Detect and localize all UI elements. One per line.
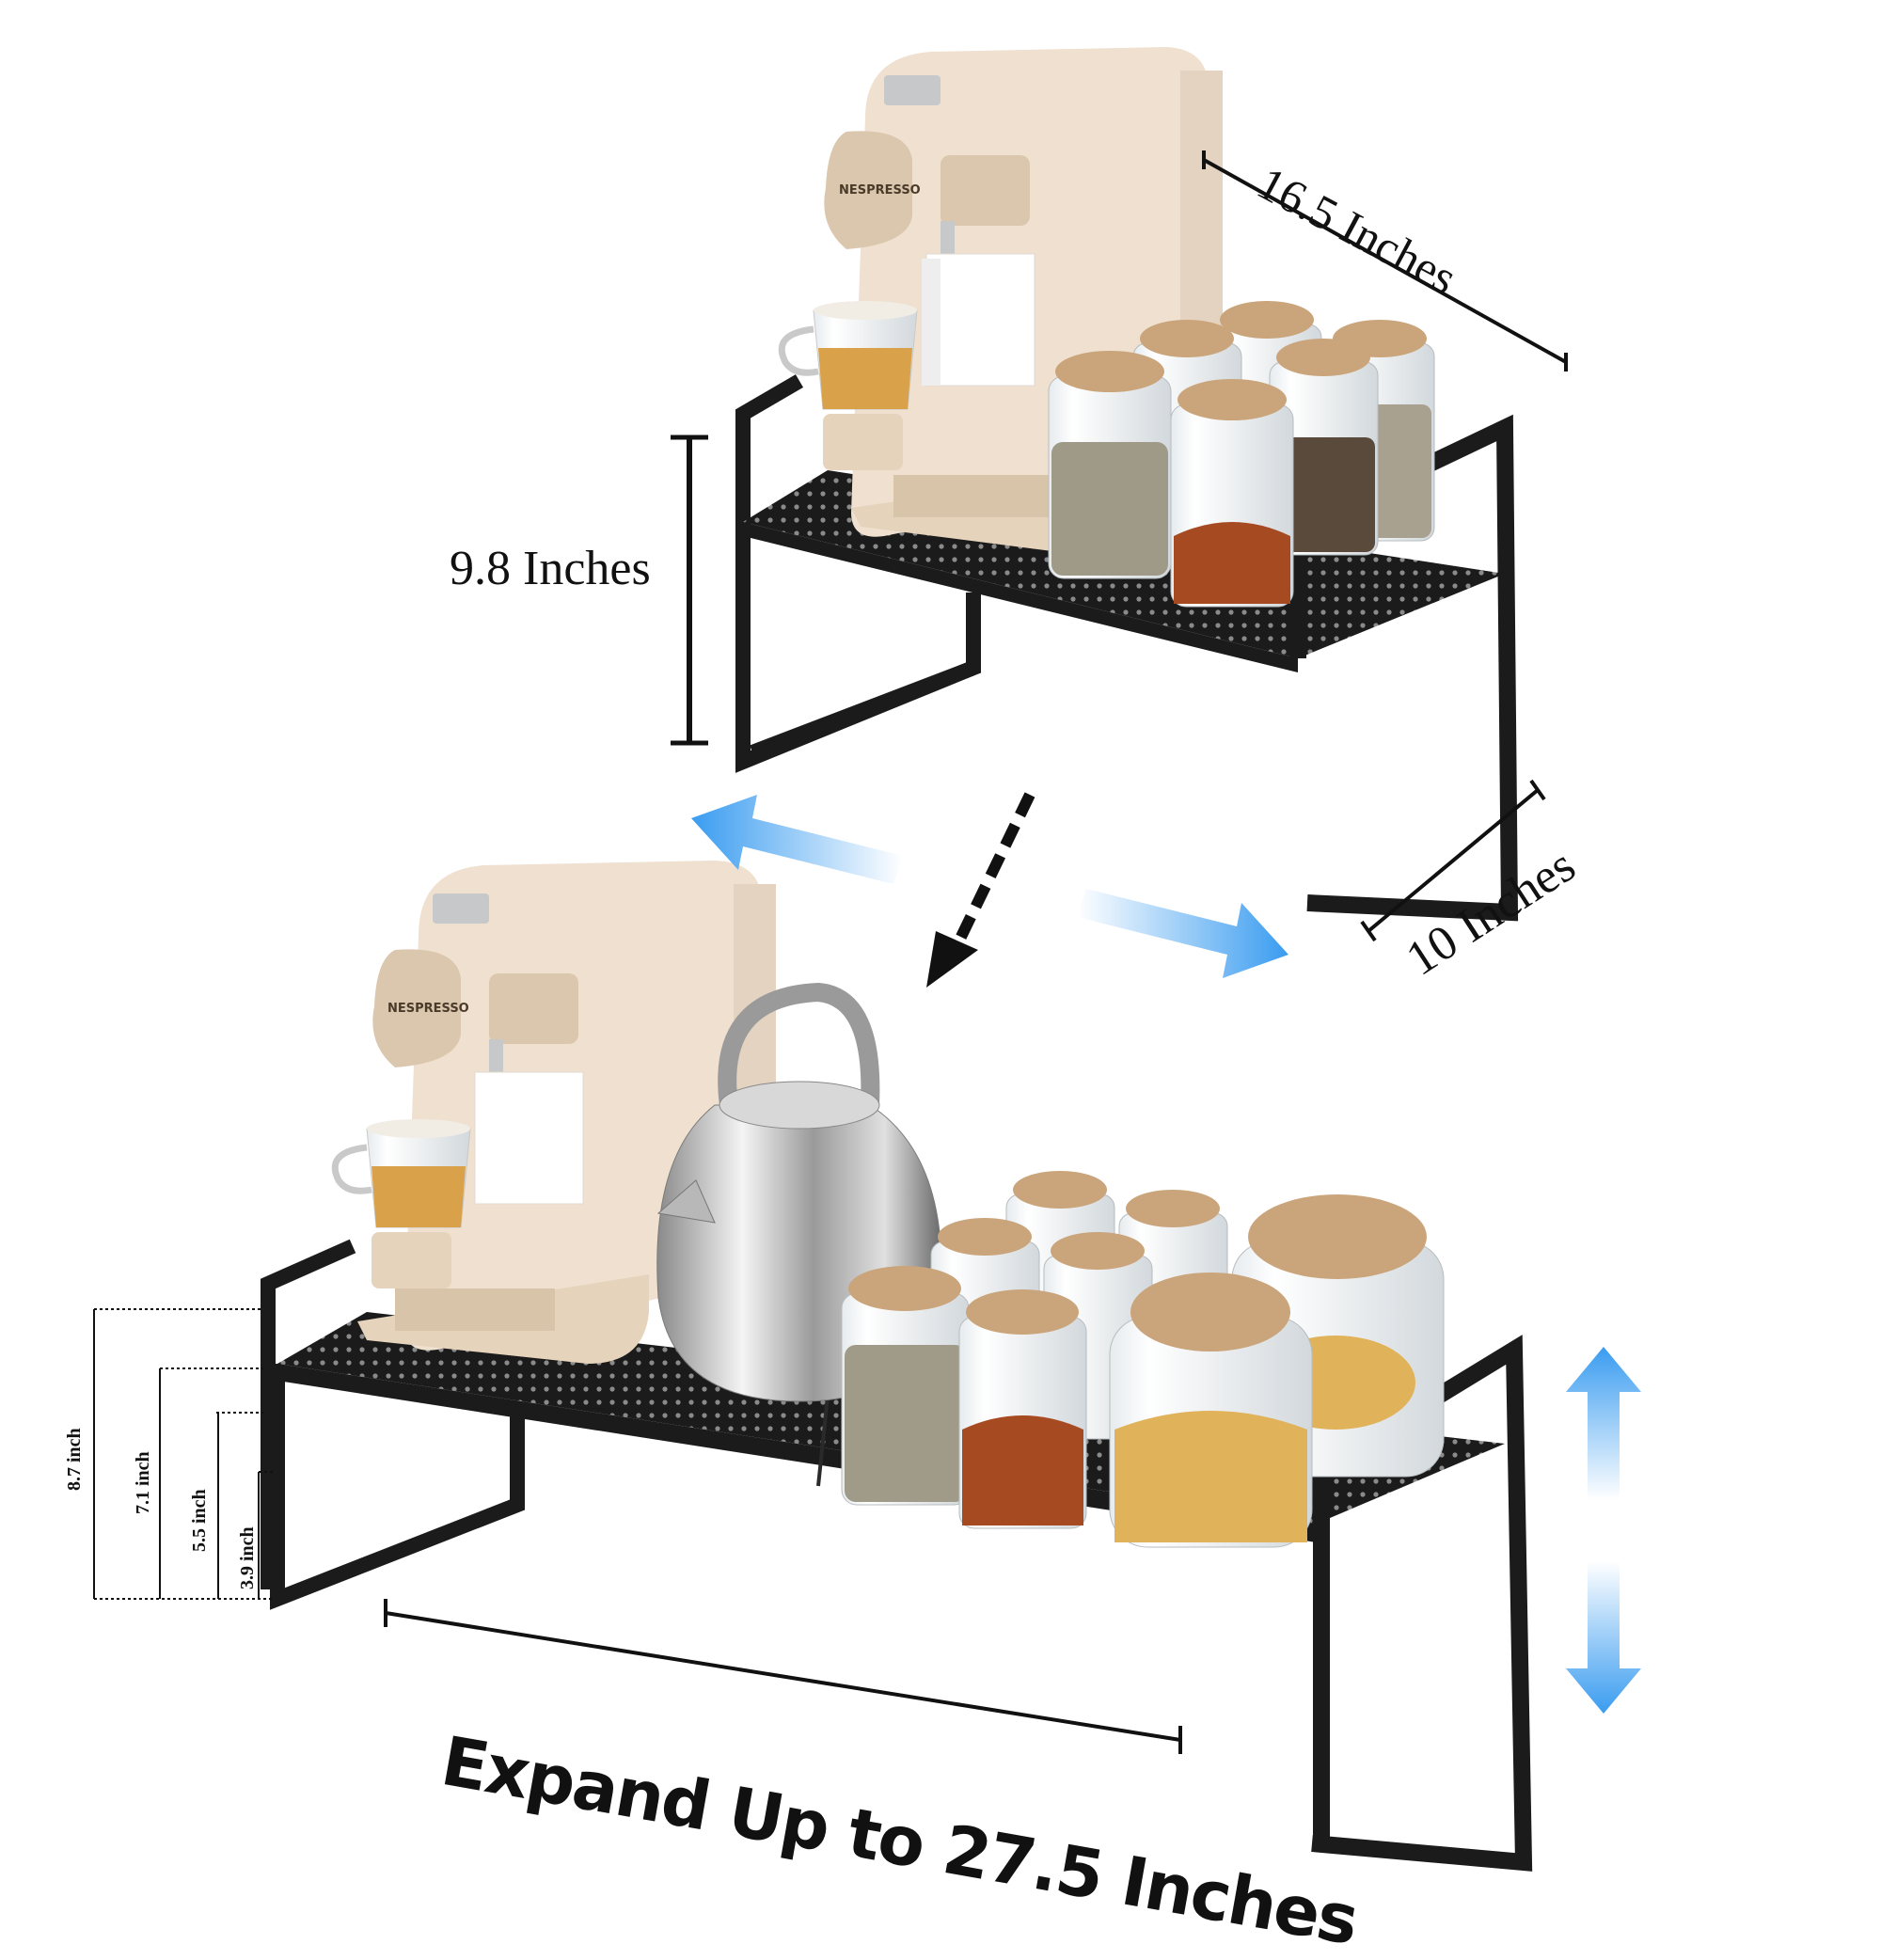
arrow-left-icon <box>691 795 903 884</box>
jar <box>1048 351 1172 579</box>
arrow-diagonal-down-icon <box>926 792 1035 988</box>
brand-label-bottom: NESPRESSO <box>387 1002 469 1016</box>
jar <box>958 1289 1087 1529</box>
brand-label-top: NESPRESSO <box>839 183 921 198</box>
jar <box>841 1266 970 1506</box>
height-dimension-label: 9.8 Inches <box>450 542 651 595</box>
cookie-jar <box>1109 1272 1313 1548</box>
arrow-right-icon <box>1077 889 1288 978</box>
storage-jars-bottom <box>841 1171 1445 1548</box>
jar <box>1269 339 1379 556</box>
height-option-label: 5.5 inch <box>189 1489 210 1552</box>
height-option-label: 3.9 inch <box>237 1526 258 1589</box>
arrow-down-icon <box>1566 1561 1641 1714</box>
arrow-up-icon <box>1566 1347 1641 1500</box>
jar <box>1170 379 1294 608</box>
height-option-label: 8.7 inch <box>64 1428 85 1491</box>
dimension-lines <box>93 150 1568 1754</box>
spice-jars-top <box>1048 301 1435 608</box>
product-image: NESPRESSO <box>64 47 1641 1960</box>
product-illustration: NESPRESSO <box>93 47 1641 1872</box>
height-option-label: 7.1 inch <box>133 1451 153 1514</box>
